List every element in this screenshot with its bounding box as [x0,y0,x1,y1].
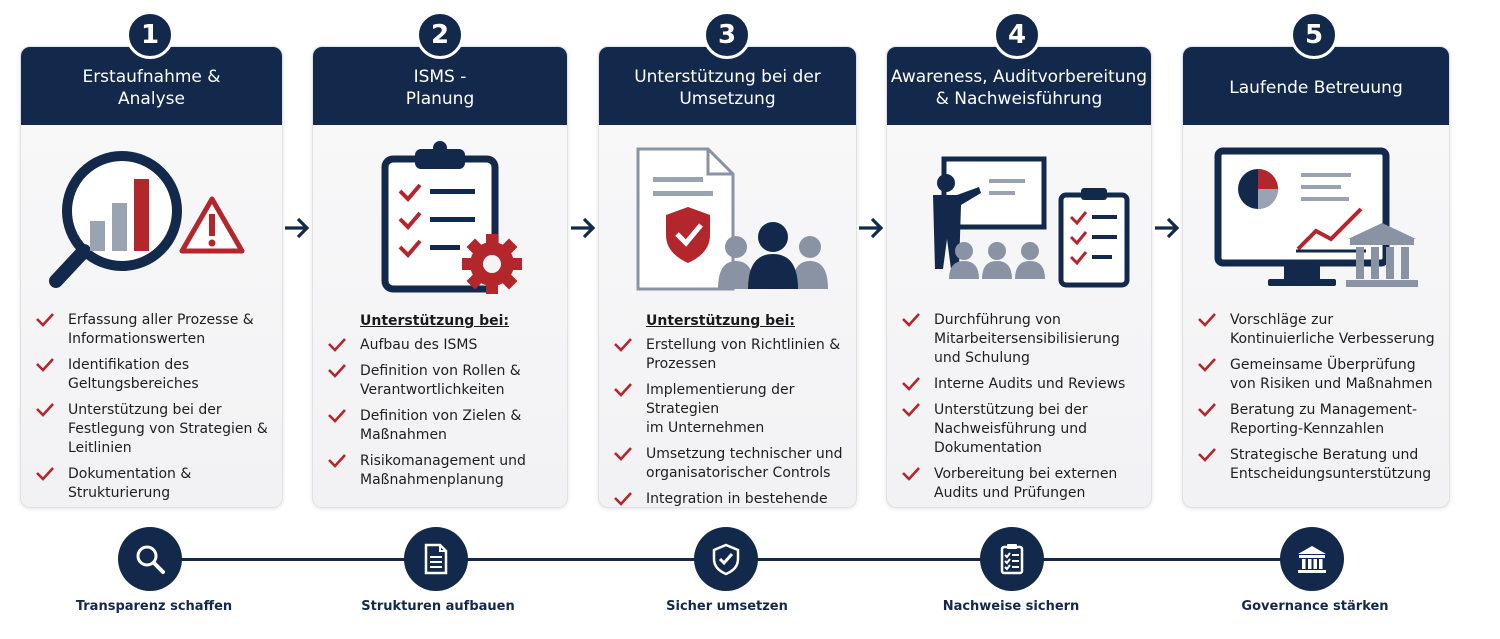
check-icon [328,364,346,378]
check-icon [614,338,632,352]
check-icon [902,403,920,417]
check-icon [902,377,920,391]
list-item: Dokumentation & Strukturierung [35,465,276,503]
search-icon [118,527,182,591]
step-card-5: Laufende Betreuung Vorschläge zur [1182,46,1450,508]
list-item: Erfassung aller Prozesse & Informationsw… [35,311,276,349]
list-item: Definition von Rollen & Verantwortlichke… [327,362,561,400]
list-item: Implementierung der Strategien im Untern… [613,381,850,438]
check-icon [614,383,632,397]
list-item: Strategische Beratung und Entscheidungsu… [1197,446,1443,484]
step-title: Erstaufnahme & Analyse [82,67,221,109]
check-icon [328,338,346,352]
check-icon [36,467,54,481]
bank-icon [1280,527,1344,591]
step-number-badge: 5 [1290,11,1338,59]
list-item: Gemeinsame Überprüfung von Risiken und M… [1197,356,1443,394]
list-item: Identifikation des Geltungsbereiches [35,356,276,394]
clipboard-gear-icon [313,139,567,309]
step-header: Unterstützung bei der Umsetzung [599,47,856,125]
list-item: Integration in bestehende Prozesse und S… [613,490,850,507]
check-icon [1198,313,1216,327]
step-header: Awareness, Auditvorbereitung & Nachweisf… [887,47,1151,125]
arrow-right-icon [859,217,884,239]
checklist-icon [980,527,1044,591]
list-item: Vorbereitung bei externen Audits und Prü… [901,465,1145,503]
timeline-label: Transparenz schaffen [75,599,233,614]
list-item: Unterstützung bei der Festlegung von Str… [35,401,276,458]
arrow-right-icon [285,217,310,239]
step-header: ISMS - Planung [313,47,567,125]
step-header: Laufende Betreuung [1183,47,1449,125]
check-icon [614,492,632,506]
monitor-dashboard-bank-icon [1183,139,1449,309]
timeline-label: Nachweise sichern [942,599,1080,614]
sub-heading: Unterstützung bei: [360,313,510,329]
step-number-badge: 3 [703,11,751,59]
step-title: Unterstützung bei der Umsetzung [634,67,821,109]
step-header: Erstaufnahme & Analyse [21,47,282,125]
check-icon [36,358,54,372]
step-number-badge: 1 [126,11,174,59]
step-card-2: ISMS - Planung [312,46,568,508]
step-title: Laufende Betreuung [1229,78,1403,98]
list-item: Definition von Zielen & Maßnahmen [327,407,561,445]
list-item: Risikomanagement und Maßnahmenplanung [327,452,561,490]
check-icon [1198,358,1216,372]
presenter-audience-checklist-icon [887,139,1151,309]
document-shield-team-icon [599,139,856,309]
step-number-badge: 2 [416,11,464,59]
step-title: ISMS - Planung [405,67,475,109]
list-item: Beratung zu Management- Reporting-Kennza… [1197,401,1443,439]
sub-heading: Unterstützung bei: [646,313,796,329]
check-icon [36,403,54,417]
check-icon [614,447,632,461]
timeline-label: Governance stärken [1241,599,1389,614]
list-item: Vorschläge zur Kontinuierliche Verbesser… [1197,311,1443,349]
step-card-1: Erstaufnahme & Analyse Erfassung aller P… [20,46,283,508]
list-item: Erstellung von Richtlinien & Prozessen [613,336,850,374]
check-icon [1198,448,1216,462]
shield-check-icon [694,527,758,591]
step-card-3: Unterstützung bei der Umsetzung Unterstü… [598,46,857,508]
arrow-right-icon [571,217,596,239]
check-icon [36,313,54,327]
step-title: Awareness, Auditvorbereitung & Nachweisf… [890,67,1148,109]
timeline-label: Sicher umsetzen [666,599,788,614]
list-item: Interne Audits und Reviews [901,375,1145,394]
list-item: Unterstützung bei der Nachweisführung un… [901,401,1145,458]
document-icon [404,527,468,591]
check-icon [328,409,346,423]
arrow-right-icon [1155,217,1180,239]
check-icon [902,467,920,481]
check-icon [902,313,920,327]
check-icon [328,454,346,468]
step-number-badge: 4 [993,11,1041,59]
magnifier-chart-warning-icon [21,139,282,309]
list-item: Durchführung von Mitarbeitersensibilisie… [901,311,1145,368]
check-icon [1198,403,1216,417]
step-card-4: Awareness, Auditvorbereitung & Nachweisf… [886,46,1152,508]
list-item: Umsetzung technischer und organisatorisc… [613,445,850,483]
timeline-label: Strukturen aufbauen [361,599,515,614]
list-item: Aufbau des ISMS [327,336,561,355]
